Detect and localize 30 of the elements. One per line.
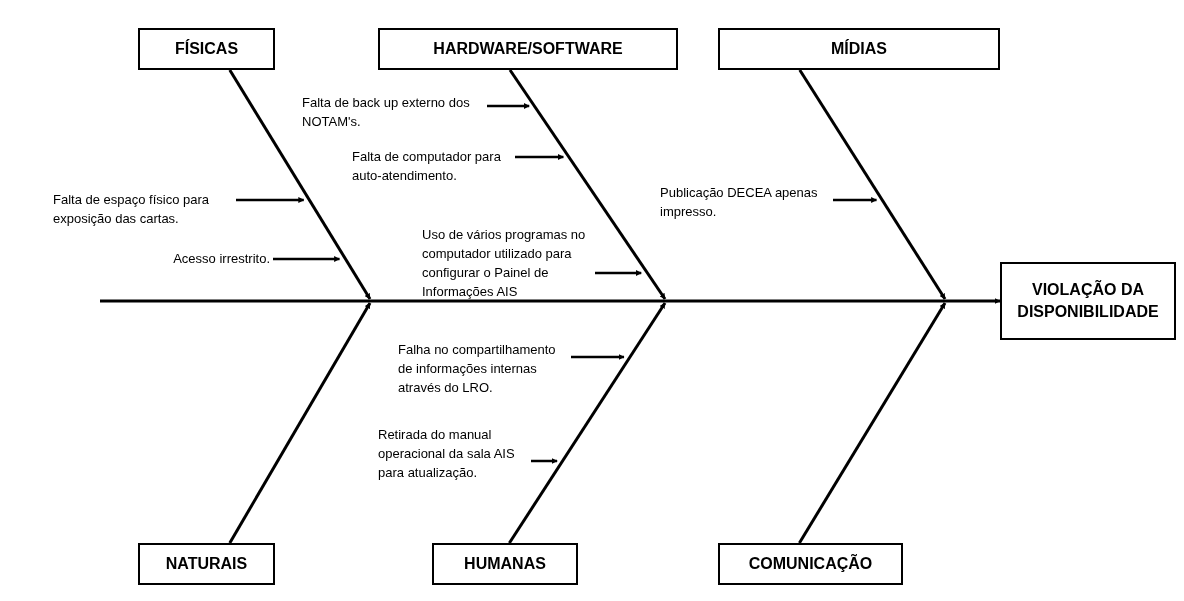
cause-arrow: [571, 354, 625, 360]
bone-arrow: [798, 69, 947, 300]
bone-arrow: [228, 302, 372, 544]
cause-arrow: [833, 197, 878, 203]
category-box: FÍSICAS: [138, 28, 275, 70]
cause-text: Publicação DECEA apenas impresso.: [660, 184, 830, 222]
bone-arrow: [228, 69, 372, 300]
cause-text: Falta de espaço físico para exposição das cartas.: [53, 191, 233, 229]
category-box: COMUNICAÇÃO: [718, 543, 903, 585]
cause-arrow: [236, 197, 305, 203]
cause-text: Falha no compartilhamento de informações internas através do LRO.: [398, 341, 568, 398]
cause-arrow: [273, 256, 341, 262]
cause-arrow: [595, 270, 642, 276]
cause-text: Falta de back up externo dos NOTAM's.: [302, 94, 484, 132]
bone-arrow: [508, 302, 667, 544]
cause-arrow: [531, 458, 558, 464]
cause-arrow: [515, 154, 564, 160]
category-box: NATURAIS: [138, 543, 275, 585]
bone-arrow: [798, 302, 947, 544]
spine-arrow: [100, 298, 1001, 304]
cause-text: Retirada do manual operacional da sala AIS para atualização.: [378, 426, 528, 483]
category-box: HARDWARE/SOFTWARE: [378, 28, 678, 70]
cause-text: Uso de vários programas no computador utilizado para configurar o Painel de Informações AIS: [422, 226, 592, 302]
cause-text: Falta de computador para auto-atendimento.: [352, 148, 512, 186]
cause-text: Acesso irrestrito.: [173, 250, 270, 269]
category-box: MÍDIAS: [718, 28, 1000, 70]
bone-arrow: [508, 69, 667, 300]
category-box: HUMANAS: [432, 543, 578, 585]
category-box: VIOLAÇÃO DA DISPONIBILIDADE: [1000, 262, 1176, 340]
cause-arrow: [487, 103, 530, 109]
